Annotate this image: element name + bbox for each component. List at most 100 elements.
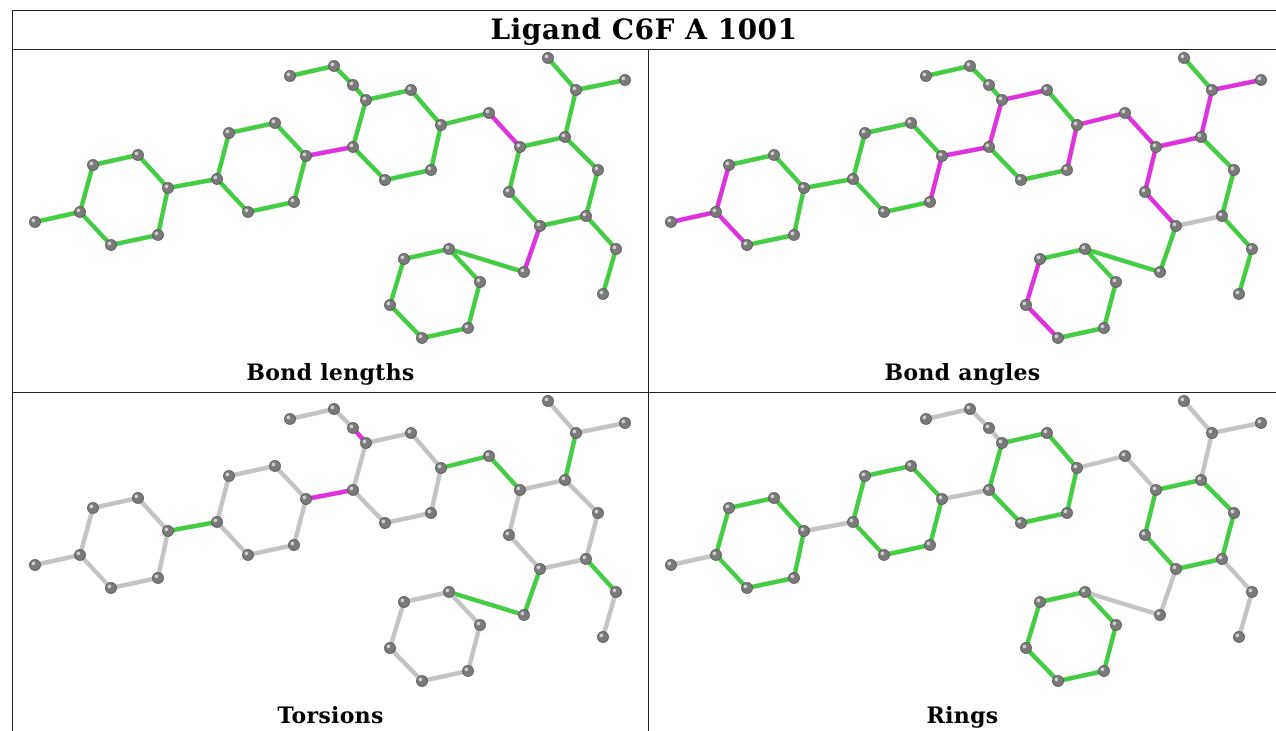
bond (226, 120, 278, 136)
atom (1150, 484, 1162, 496)
atom-highlight (520, 611, 525, 616)
atom-highlight (154, 574, 159, 579)
atom-highlight (1208, 429, 1213, 434)
bond (744, 575, 797, 591)
atom (592, 164, 604, 176)
atom-highlight (966, 405, 971, 410)
atom (405, 84, 417, 96)
bond (1209, 77, 1264, 93)
bond (155, 185, 171, 238)
atom (162, 525, 174, 537)
bond (1082, 589, 1119, 628)
bond (600, 246, 619, 297)
bond (387, 645, 425, 684)
atom (1110, 276, 1122, 288)
atom (223, 127, 235, 139)
bond (537, 213, 589, 229)
atom (768, 149, 780, 161)
bond (382, 510, 434, 526)
bond (135, 495, 171, 534)
atom (741, 239, 753, 251)
atom (162, 182, 174, 194)
atom-highlight (400, 598, 405, 603)
atom-highlight (743, 584, 748, 589)
bond (387, 599, 407, 651)
bond (287, 406, 337, 422)
atom-highlight (861, 472, 866, 477)
atom-highlight (427, 509, 432, 514)
atom-highlight (286, 415, 291, 420)
atom-highlight (725, 504, 730, 509)
atom (619, 74, 631, 86)
atom-layer (665, 52, 1267, 344)
atom (211, 516, 223, 528)
atom (1170, 563, 1182, 575)
atom (398, 253, 410, 265)
atom-highlight (1112, 278, 1117, 283)
bond (1157, 566, 1179, 618)
bond (521, 223, 543, 275)
atom-highlight (712, 551, 717, 556)
bond (165, 519, 220, 534)
bond (1055, 325, 1107, 341)
bond (1037, 589, 1088, 605)
atom (29, 216, 41, 228)
bond (1023, 302, 1061, 341)
atom-highlight (1218, 555, 1223, 560)
bond (363, 430, 414, 446)
atom-highlight (800, 527, 805, 532)
atom (347, 141, 359, 153)
bond (272, 120, 309, 159)
bond (428, 122, 444, 173)
atom (878, 206, 890, 218)
atom-highlight (544, 54, 549, 59)
atom (710, 206, 722, 218)
atom (983, 422, 995, 434)
bond (1044, 430, 1080, 471)
bond (771, 495, 807, 534)
bond (986, 97, 1005, 150)
atom-highlight (1043, 429, 1048, 434)
atom (514, 141, 526, 153)
atom-highlight (330, 405, 335, 410)
molecule-bond-angles (665, 52, 1267, 344)
atom (859, 127, 871, 139)
atom-highlight (1063, 509, 1068, 514)
bond (363, 87, 414, 103)
atom (288, 539, 300, 551)
bond (387, 256, 407, 308)
atom (1246, 586, 1258, 598)
bond (517, 477, 568, 493)
bond (506, 144, 523, 195)
atom-highlight (612, 588, 617, 593)
bond (801, 519, 856, 534)
atom-highlight (536, 565, 541, 570)
caption-bond-angles: Bond angles (884, 360, 1041, 386)
atom (1195, 131, 1207, 143)
bond (562, 134, 601, 173)
bond (90, 152, 141, 168)
atom (597, 631, 609, 643)
bond (713, 209, 750, 248)
atom-highlight (621, 76, 626, 81)
bond (850, 176, 887, 215)
atom-highlight (594, 166, 599, 171)
atom (288, 196, 300, 208)
atom-highlight (1081, 588, 1086, 593)
atom-highlight (381, 176, 386, 181)
atom (105, 582, 117, 594)
bond (408, 430, 444, 471)
atom (242, 206, 254, 218)
bond (350, 440, 369, 493)
bond (135, 152, 171, 191)
atom-highlight (985, 81, 990, 86)
atom (964, 403, 976, 415)
atom (847, 173, 859, 185)
atom-highlight (572, 429, 577, 434)
bond (1142, 189, 1179, 229)
atom-highlight (621, 419, 626, 424)
atom-highlight (418, 334, 423, 339)
atom-layer (29, 395, 631, 687)
atom (723, 159, 735, 171)
atom (996, 437, 1008, 449)
